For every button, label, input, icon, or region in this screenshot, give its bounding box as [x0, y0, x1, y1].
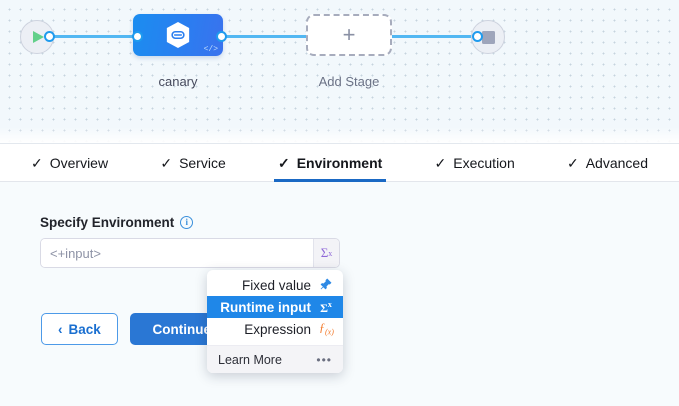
sigma-icon: Σx [320, 299, 332, 315]
tab-service[interactable]: ✓ Service [156, 145, 229, 181]
stop-icon [481, 30, 495, 44]
back-button-label: Back [68, 321, 101, 337]
stage-config-tabs: ✓ Overview ✓ Service ✓ Environment ✓ Exe… [0, 144, 679, 182]
learn-more-label: Learn More [218, 352, 282, 367]
add-stage-label: Add Stage [318, 74, 380, 89]
dropdown-label-expression: Expression [244, 321, 311, 337]
connector-line-start-to-canary [46, 35, 138, 38]
plus-icon: + [342, 22, 356, 47]
stage-node-canary[interactable]: </> [133, 14, 223, 56]
tab-execution[interactable]: ✓ Execution [431, 145, 519, 181]
check-icon: ✓ [31, 155, 43, 171]
connector-dot-end[interactable] [472, 31, 483, 42]
dropdown-footer-learn-more[interactable]: Learn More ••• [207, 345, 343, 373]
field-label-text: Specify Environment [40, 215, 175, 230]
check-icon: ✓ [160, 155, 173, 171]
connector-dot-start[interactable] [44, 31, 55, 42]
tab-label-execution: Execution [453, 155, 515, 171]
input-type-dropdown-menu[interactable]: Fixed value Runtime input Σx Expression … [207, 270, 343, 373]
harness-hexagon-icon [166, 22, 190, 48]
dropdown-item-runtime-input[interactable]: Runtime input Σx [207, 296, 343, 318]
tab-label-service: Service [179, 155, 226, 171]
ellipsis-icon[interactable]: ••• [316, 352, 332, 367]
chevron-left-icon: ‹ [58, 321, 63, 337]
info-icon[interactable]: i [180, 216, 194, 229]
stage-label-canary: canary [158, 74, 198, 89]
fx-icon: ƒ(x) [319, 320, 334, 337]
tab-overview[interactable]: ✓ Overview [27, 145, 112, 181]
dropdown-label-fixed-value: Fixed value [241, 277, 311, 293]
continue-button-label: Continue [152, 321, 212, 337]
tab-advanced[interactable]: ✓ Advanced [563, 145, 652, 181]
pipeline-canvas[interactable]: </> canary + Add Stage [0, 0, 679, 144]
specify-environment-label: Specify Environment i [40, 215, 194, 230]
add-stage-button[interactable]: + [306, 14, 392, 56]
sigma-icon: Σ [320, 245, 329, 260]
check-icon: ✓ [434, 155, 447, 171]
sigma-superscript: x [328, 248, 333, 258]
dropdown-item-expression[interactable]: Expression ƒ(x) [207, 318, 343, 340]
tab-environment[interactable]: ✓ Environment [273, 145, 387, 182]
pin-icon [319, 278, 333, 292]
connector-dot-canary-output[interactable] [216, 31, 227, 42]
dropdown-item-fixed-value[interactable]: Fixed value [207, 274, 343, 296]
tab-label-environment: Environment [296, 155, 383, 171]
connector-line-add-stage-to-end [390, 35, 478, 38]
form-action-buttons: ‹ Back Continue [41, 313, 234, 345]
specify-environment-input[interactable] [41, 239, 313, 267]
check-icon: ✓ [277, 155, 290, 171]
tab-label-advanced: Advanced [585, 155, 648, 171]
dropdown-label-runtime-input: Runtime input [220, 299, 311, 315]
check-icon: ✓ [566, 155, 579, 171]
play-icon [33, 31, 44, 43]
code-badge-icon: </> [203, 45, 218, 54]
connector-dot-canary-input[interactable] [132, 31, 143, 42]
connector-line-canary-to-add-stage [222, 35, 308, 38]
back-button[interactable]: ‹ Back [41, 313, 118, 345]
tab-label-overview: Overview [49, 155, 109, 171]
specify-environment-input-group[interactable]: Σx [40, 238, 340, 268]
